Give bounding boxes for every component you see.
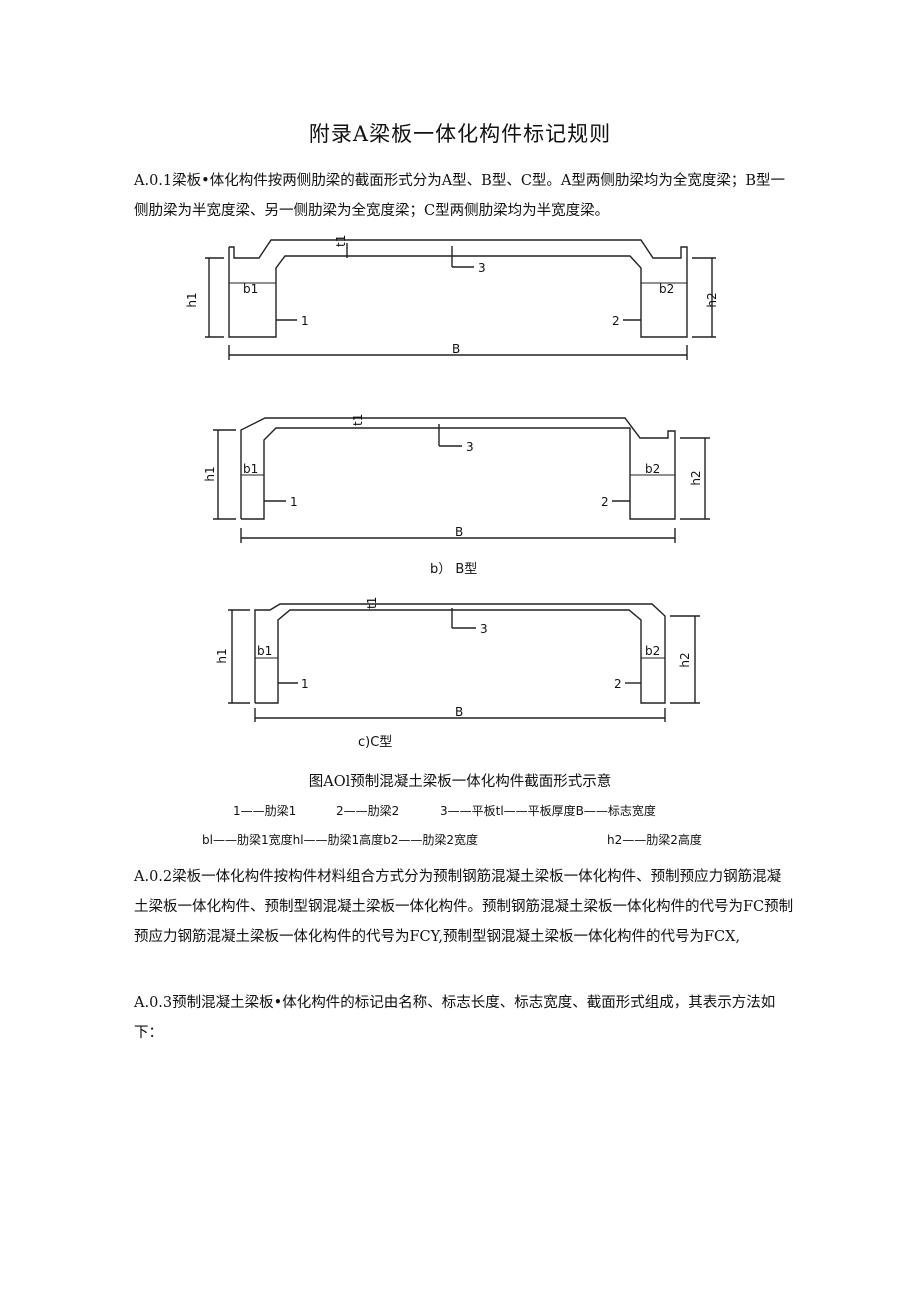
paragraph-a02: A.0.2梁板一体化构件按构件材料组合方式分为预制钢筋混凝土梁板一体化构件、预制… bbox=[134, 869, 794, 945]
diagram-a-b2-label: b2 bbox=[659, 282, 674, 296]
diagram-a-dims bbox=[205, 243, 716, 360]
diagram-b-dims bbox=[213, 424, 710, 543]
diagram-a-t1-label: t1 bbox=[334, 235, 348, 247]
section-diagram-c: h1 h2 b1 b2 t1 1 2 3 B bbox=[215, 597, 700, 722]
diagram-c-b1-label: b1 bbox=[257, 644, 272, 658]
diagram-b-h1-label: h1 bbox=[203, 466, 217, 481]
diagram-b-t1-label: t1 bbox=[351, 414, 365, 426]
diagram-b-rib1-label: 1 bbox=[290, 495, 298, 509]
diagram-b-h2-label: h2 bbox=[689, 470, 703, 485]
diagram-a-slab-label: 3 bbox=[478, 261, 486, 275]
diagram-a-h2-label: h2 bbox=[705, 292, 719, 307]
diagram-a-rib1-label: 1 bbox=[301, 314, 309, 328]
diagram-a-rib2-label: 2 bbox=[612, 314, 620, 328]
legend-widths-heights: bl——肋梁1宽度hl——肋梁1高度b2——肋梁2宽度 bbox=[202, 833, 479, 847]
legend-rib2: 2——肋梁2 bbox=[336, 804, 400, 818]
legend-slab: 3——平板tl——平板厚度B——标志宽度 bbox=[440, 804, 656, 818]
diagram-a-h1-label: h1 bbox=[185, 292, 199, 307]
caption-type-b: b） B型 bbox=[430, 562, 478, 577]
diagram-b-b1-label: b1 bbox=[243, 462, 258, 476]
diagram-c-slab-label: 3 bbox=[480, 622, 488, 636]
caption-type-c: c)C型 bbox=[358, 735, 393, 750]
diagram-a-b1-label: b1 bbox=[243, 282, 258, 296]
diagram-c-t1-label: t1 bbox=[365, 597, 379, 609]
legend-rib1: 1——肋梁1 bbox=[233, 804, 297, 818]
diagram-b-b2-label: b2 bbox=[645, 462, 660, 476]
diagram-b-width-label: B bbox=[455, 525, 463, 539]
section-diagram-a: h1 h2 b1 b2 t1 1 2 3 B bbox=[185, 235, 719, 360]
appendix-title: 附录A梁板一体化构件标记规则 bbox=[308, 122, 612, 146]
diagram-b-rib2-label: 2 bbox=[601, 495, 609, 509]
diagram-c-h2-label: h2 bbox=[678, 652, 692, 667]
diagram-c-b2-label: b2 bbox=[645, 644, 660, 658]
legend-h2: h2——肋梁2高度 bbox=[607, 833, 702, 847]
diagram-c-h1-label: h1 bbox=[215, 648, 229, 663]
diagram-c-dims bbox=[228, 608, 700, 722]
diagram-c-outline bbox=[254, 603, 666, 704]
diagram-b-slab-label: 3 bbox=[466, 440, 474, 454]
figure-caption: 图AOl预制混凝土梁板一体化构件截面形式示意 bbox=[308, 774, 612, 790]
diagram-c-rib1-label: 1 bbox=[301, 677, 309, 691]
diagram-c-width-label: B bbox=[455, 705, 463, 719]
paragraph-a03: A.0.3预制混凝土梁板•体化构件的标记由名称、标志长度、标志宽度、截面形式组成… bbox=[134, 995, 776, 1041]
diagram-b-outline bbox=[240, 417, 676, 520]
diagram-a-outline bbox=[228, 239, 688, 338]
section-diagram-b: h1 h2 b1 b2 t1 1 2 3 B bbox=[203, 414, 710, 543]
diagram-c-rib2-label: 2 bbox=[614, 677, 622, 691]
diagram-a-width-label: B bbox=[452, 342, 460, 356]
paragraph-a01: A.0.1梁板•体化构件按两侧肋梁的截面形式分为A型、B型、C型。A型两侧肋梁均… bbox=[134, 173, 786, 219]
